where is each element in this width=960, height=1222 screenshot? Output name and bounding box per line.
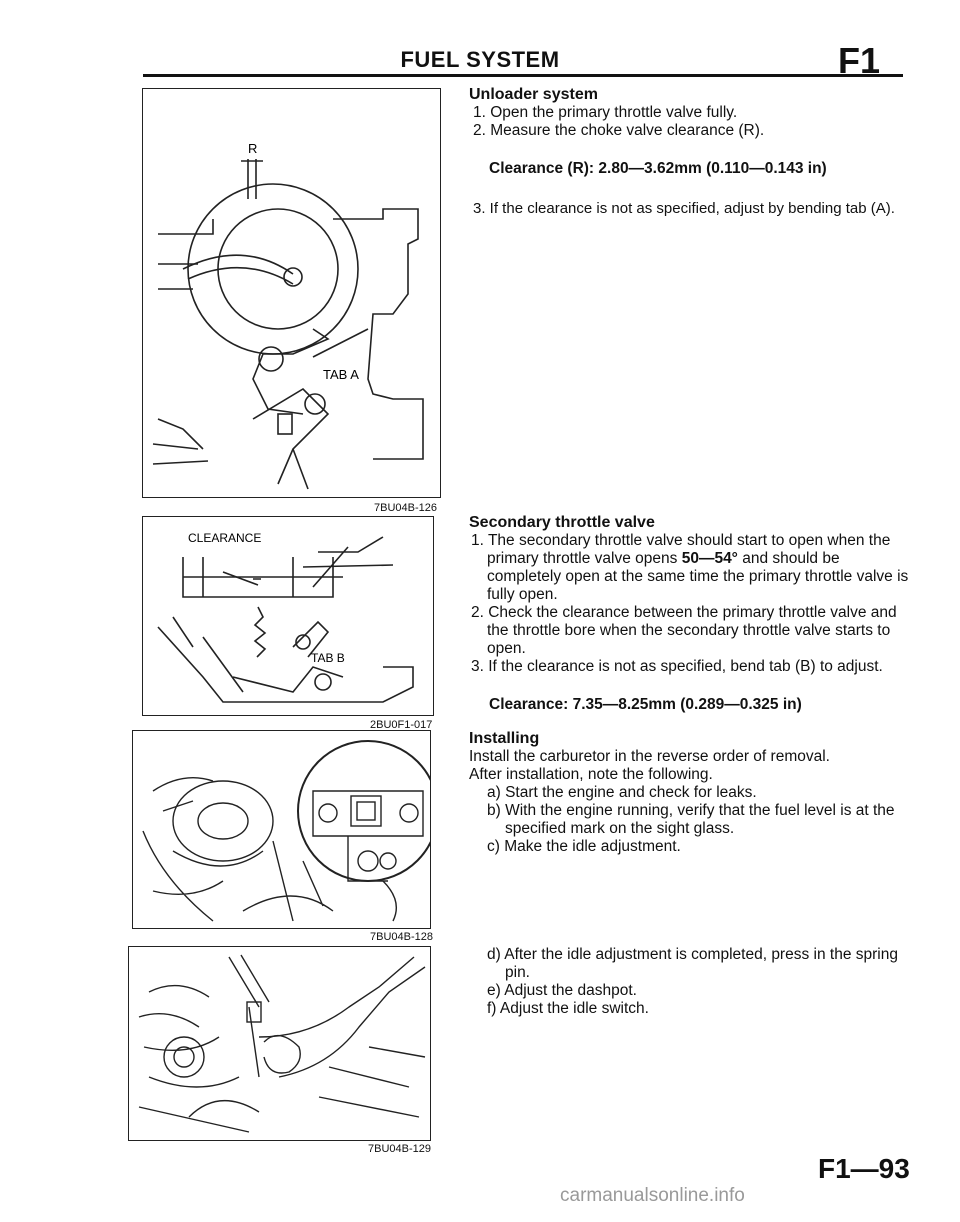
section-unloader: Unloader system 1. Open the primary thro… xyxy=(469,86,909,218)
spec-clearance: Clearance: 7.35—8.25mm (0.289—0.325 in) xyxy=(489,696,802,713)
paragraph: Install the carburetor in the reverse or… xyxy=(469,748,830,765)
page-number: F1—93 xyxy=(818,1153,910,1184)
list-item: 2. Check the clearance between the prima… xyxy=(471,604,897,657)
label-r: R xyxy=(248,141,257,156)
section-heading: Installing xyxy=(469,730,540,747)
section-installing: Installing Install the carburetor in the… xyxy=(469,730,909,856)
label-clearance: CLEARANCE xyxy=(188,531,261,545)
section-heading: Unloader system xyxy=(469,86,598,103)
list-item: a) Start the engine and check for leaks. xyxy=(487,784,757,801)
figure-caption: 7BU04B-128 xyxy=(370,931,433,943)
figure-caption: 7BU04B-129 xyxy=(368,1143,431,1155)
secondary-throttle-diagram: CLEARANCE TAB B xyxy=(157,531,414,703)
figure-unloader: R TAB A xyxy=(142,88,441,498)
list-item: d) After the idle adjustment is complete… xyxy=(487,946,898,981)
section-installing-continued: d) After the idle adjustment is complete… xyxy=(469,946,909,1018)
list-item: 3. If the clearance is not as specified,… xyxy=(473,200,895,217)
label-tab-b: TAB B xyxy=(311,651,345,665)
header-rule xyxy=(143,74,903,77)
spec-clearance-r: Clearance (R): 2.80—3.62mm (0.110—0.143 … xyxy=(489,160,827,177)
figure-secondary-throttle: CLEARANCE TAB B xyxy=(142,516,434,716)
list-item: 2. Measure the choke valve clearance (R)… xyxy=(473,122,765,139)
list-item: c) Make the idle adjustment. xyxy=(487,838,681,855)
list-item: e) Adjust the dashpot. xyxy=(487,982,637,999)
spring-pin-diagram xyxy=(138,954,426,1133)
figure-caption: 2BU0F1-017 xyxy=(370,719,433,731)
label-tab-a: TAB A xyxy=(323,367,359,382)
list-item: f) Adjust the idle switch. xyxy=(487,1000,649,1017)
sight-glass-diagram xyxy=(142,740,439,922)
figure-spring-pin xyxy=(128,946,431,1141)
list-item: 3. If the clearance is not as specified,… xyxy=(471,658,883,675)
unloader-diagram: R TAB A xyxy=(152,141,424,490)
section-heading: Secondary throttle valve xyxy=(469,514,655,531)
list-item: 1. The secondary throttle valve should s… xyxy=(471,532,909,603)
page-title: FUEL SYSTEM xyxy=(400,47,560,72)
list-item: b) With the engine running, verify that … xyxy=(487,802,895,837)
figure-sight-glass xyxy=(132,730,439,929)
paragraph: After installation, note the following. xyxy=(469,766,713,783)
figure-caption: 7BU04B-126 xyxy=(374,502,437,514)
section-secondary-throttle: Secondary throttle valve 1. The secondar… xyxy=(469,514,909,714)
list-item: 1. Open the primary throttle valve fully… xyxy=(473,104,738,121)
footer-watermark: carmanualsonline.info xyxy=(560,1185,745,1206)
